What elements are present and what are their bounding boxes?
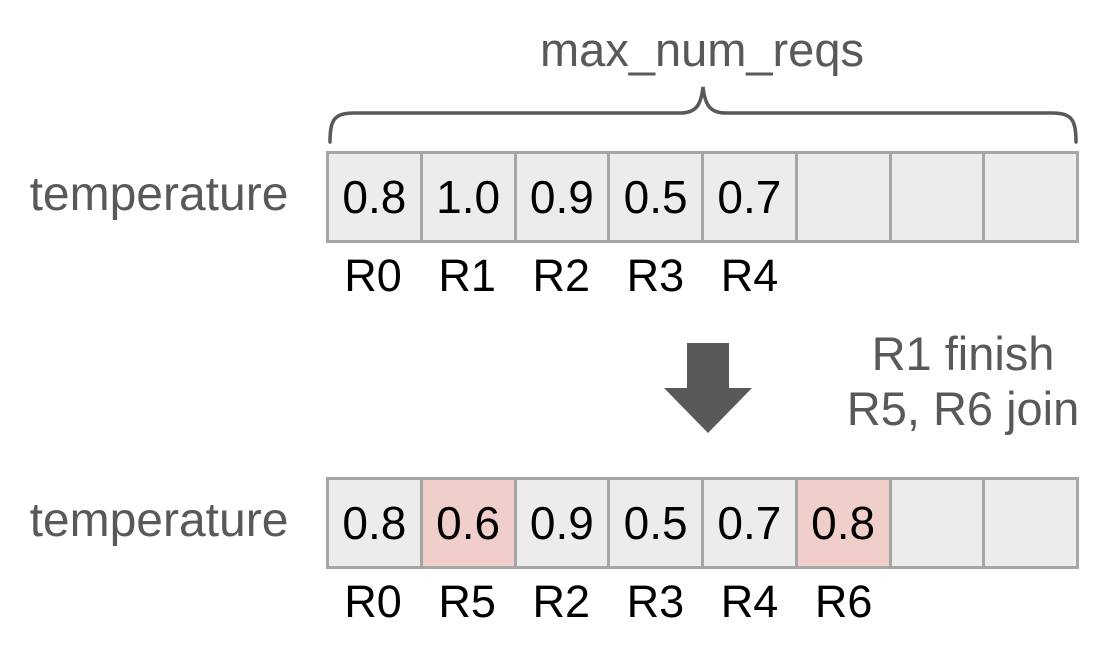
- array-cell: [888, 154, 983, 240]
- array-cell: 0.7: [701, 480, 795, 566]
- array-cell: 0.8: [329, 480, 420, 566]
- request-id-label: R2: [532, 250, 591, 301]
- request-id-label: R0: [344, 576, 402, 627]
- array-cell: 0.8: [329, 154, 420, 240]
- array-cell: [982, 480, 1076, 566]
- array-cell-highlighted: 0.8: [794, 480, 889, 566]
- array-cell: 1.0: [419, 154, 514, 240]
- request-id-label: R1: [438, 250, 496, 301]
- array-cell: [982, 154, 1076, 240]
- down-arrow-shape: [664, 343, 752, 433]
- array-cell: [794, 154, 889, 240]
- request-id-label: [891, 576, 985, 628]
- request-id-label: [985, 250, 1079, 302]
- array-cell: 0.7: [701, 154, 795, 240]
- transition-note: R1 finish R5, R6 join: [847, 326, 1080, 436]
- request-id-label: [797, 250, 891, 302]
- request-id-label: R6: [814, 576, 873, 627]
- array-cell: 0.5: [607, 154, 701, 240]
- down-arrow-icon: [664, 343, 752, 433]
- request-id-label: R5: [438, 576, 496, 627]
- request-id-label: R2: [532, 576, 591, 627]
- temperature-label-bottom: temperature: [29, 493, 289, 547]
- request-id-label: [891, 250, 985, 302]
- array-cell-highlighted: 0.6: [419, 480, 514, 566]
- array-cell: [888, 480, 983, 566]
- array-cell: 0.9: [513, 154, 608, 240]
- array-cell: 0.5: [607, 480, 701, 566]
- transition-line-1: R1 finish: [871, 327, 1055, 380]
- request-id-label: R4: [720, 250, 779, 301]
- curly-brace: [328, 86, 1078, 144]
- request-id-label: R3: [626, 576, 685, 627]
- max-num-reqs-label: max_num_reqs: [540, 23, 864, 76]
- transition-line-2: R5, R6 join: [846, 382, 1080, 435]
- request-id-label: [985, 576, 1079, 628]
- request-id-label: R0: [344, 250, 402, 301]
- request-id-label: R4: [720, 576, 779, 627]
- request-labels-top: R0 R1 R2 R3 R4: [326, 250, 1079, 302]
- request-id-label: R3: [626, 250, 685, 301]
- array-cell: 0.9: [513, 480, 608, 566]
- temperature-label-top: temperature: [29, 167, 289, 221]
- request-labels-bottom: R0 R5 R2 R3 R4 R6: [326, 576, 1079, 628]
- curly-brace-path: [328, 86, 1078, 144]
